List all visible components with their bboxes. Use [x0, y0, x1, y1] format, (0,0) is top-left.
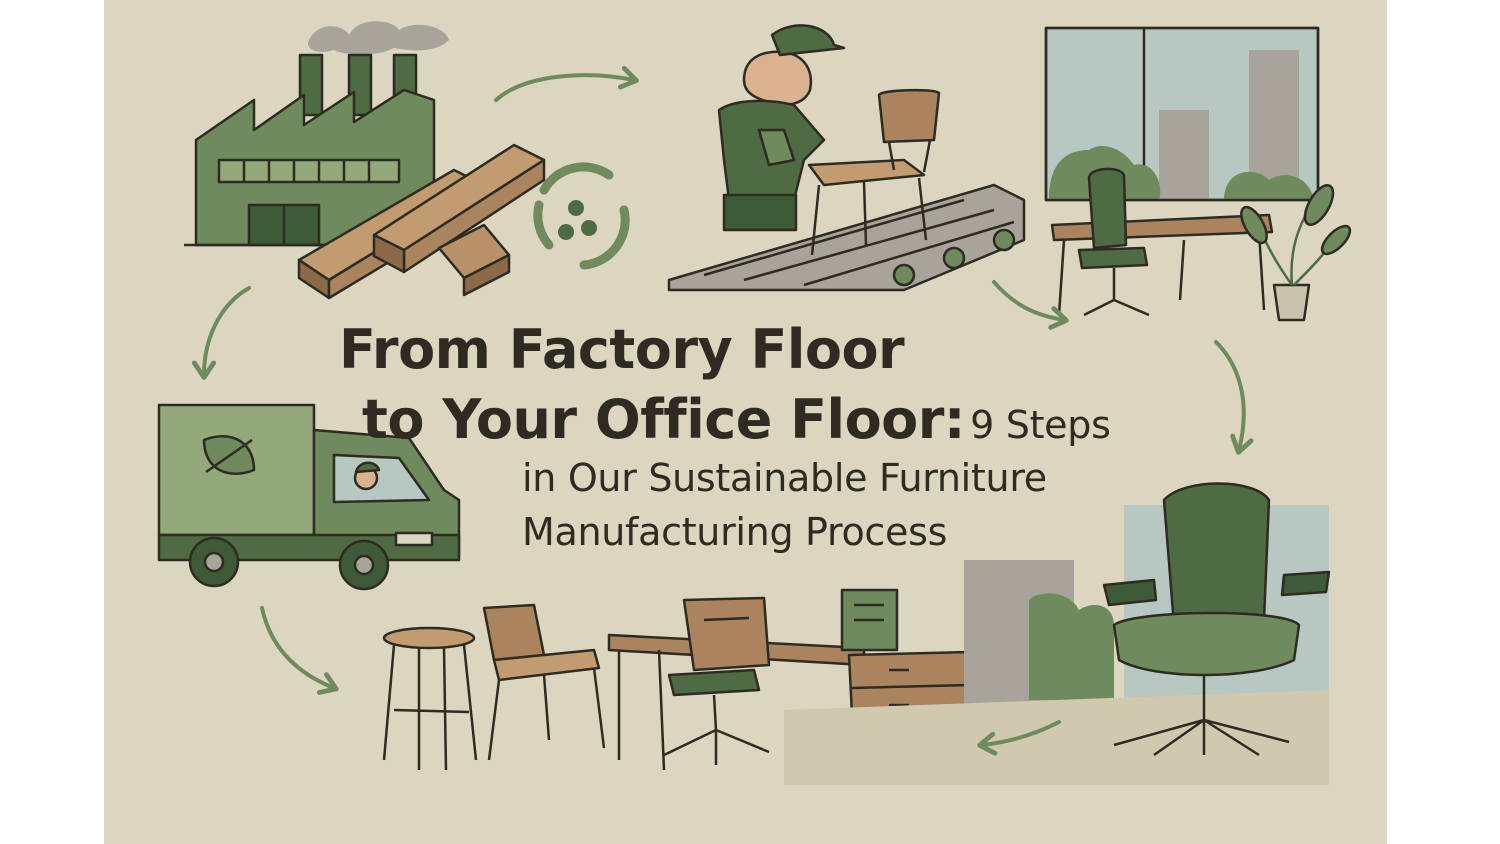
headline-line-2-bold: to Your Office Floor: [362, 388, 966, 451]
furniture-collection-icon [382, 588, 971, 771]
recycle-icon [533, 162, 630, 270]
wood-planks-icon [297, 143, 546, 300]
headline-line-3: in Our Sustainable Furniture [522, 456, 1047, 500]
illustration [104, 0, 1387, 844]
headline-line-2: to Your Office Floor: 9 Steps [362, 388, 1111, 451]
headline-line-2-steps: 9 Steps [970, 403, 1111, 447]
headline-line-1: From Factory Floor [339, 318, 905, 381]
worker-building-chair-icon [667, 24, 1026, 292]
process-flow-arrows [192, 65, 1254, 756]
headline-line-4: Manufacturing Process [522, 510, 948, 554]
delivery-truck-icon [157, 403, 461, 591]
factory-icon [184, 21, 449, 247]
infographic-poster: From Factory Floor to Your Office Floor:… [104, 0, 1387, 844]
office-window-scene [1044, 26, 1352, 322]
ergonomic-office-chair-icon [784, 482, 1331, 785]
